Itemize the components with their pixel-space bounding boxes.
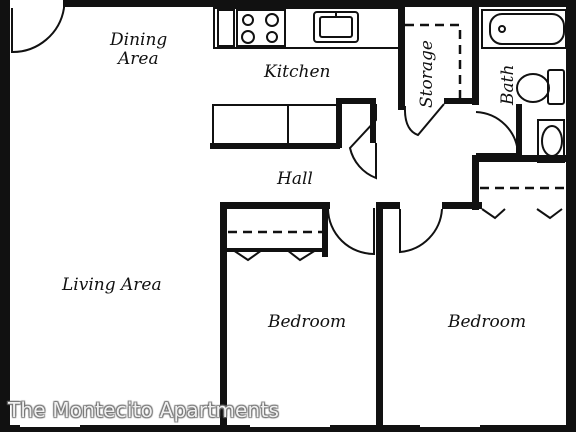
entry-door [11, 0, 65, 54]
hall-closet [480, 186, 566, 220]
kitchen-fixtures [210, 7, 401, 149]
right-bedroom-door [399, 208, 443, 254]
bath-fixtures [475, 9, 567, 163]
windows [20, 424, 480, 427]
hall-label: Hall [276, 169, 313, 189]
watermark: The Montecito Apartments [8, 398, 280, 422]
storage-label: Storage [417, 40, 437, 108]
bedroom-right-label: Bedroom [447, 312, 526, 332]
left-bedroom-closet [227, 208, 375, 262]
storage-fixtures [348, 23, 462, 180]
dining-label-line1: Dining [109, 30, 167, 50]
kitchen-label: Kitchen [263, 62, 330, 82]
dining-label-line2: Area [116, 49, 159, 69]
toilet-icon [516, 69, 565, 105]
living-label: Living Area [61, 275, 162, 295]
bath-label: Bath [498, 65, 518, 106]
bath-sink-icon [537, 119, 565, 163]
bathtub-icon [481, 9, 567, 49]
sink-icon [313, 11, 359, 43]
stove-icon [236, 9, 286, 47]
interior-walls [220, 0, 576, 432]
bedroom-left-label: Bedroom [267, 312, 346, 332]
